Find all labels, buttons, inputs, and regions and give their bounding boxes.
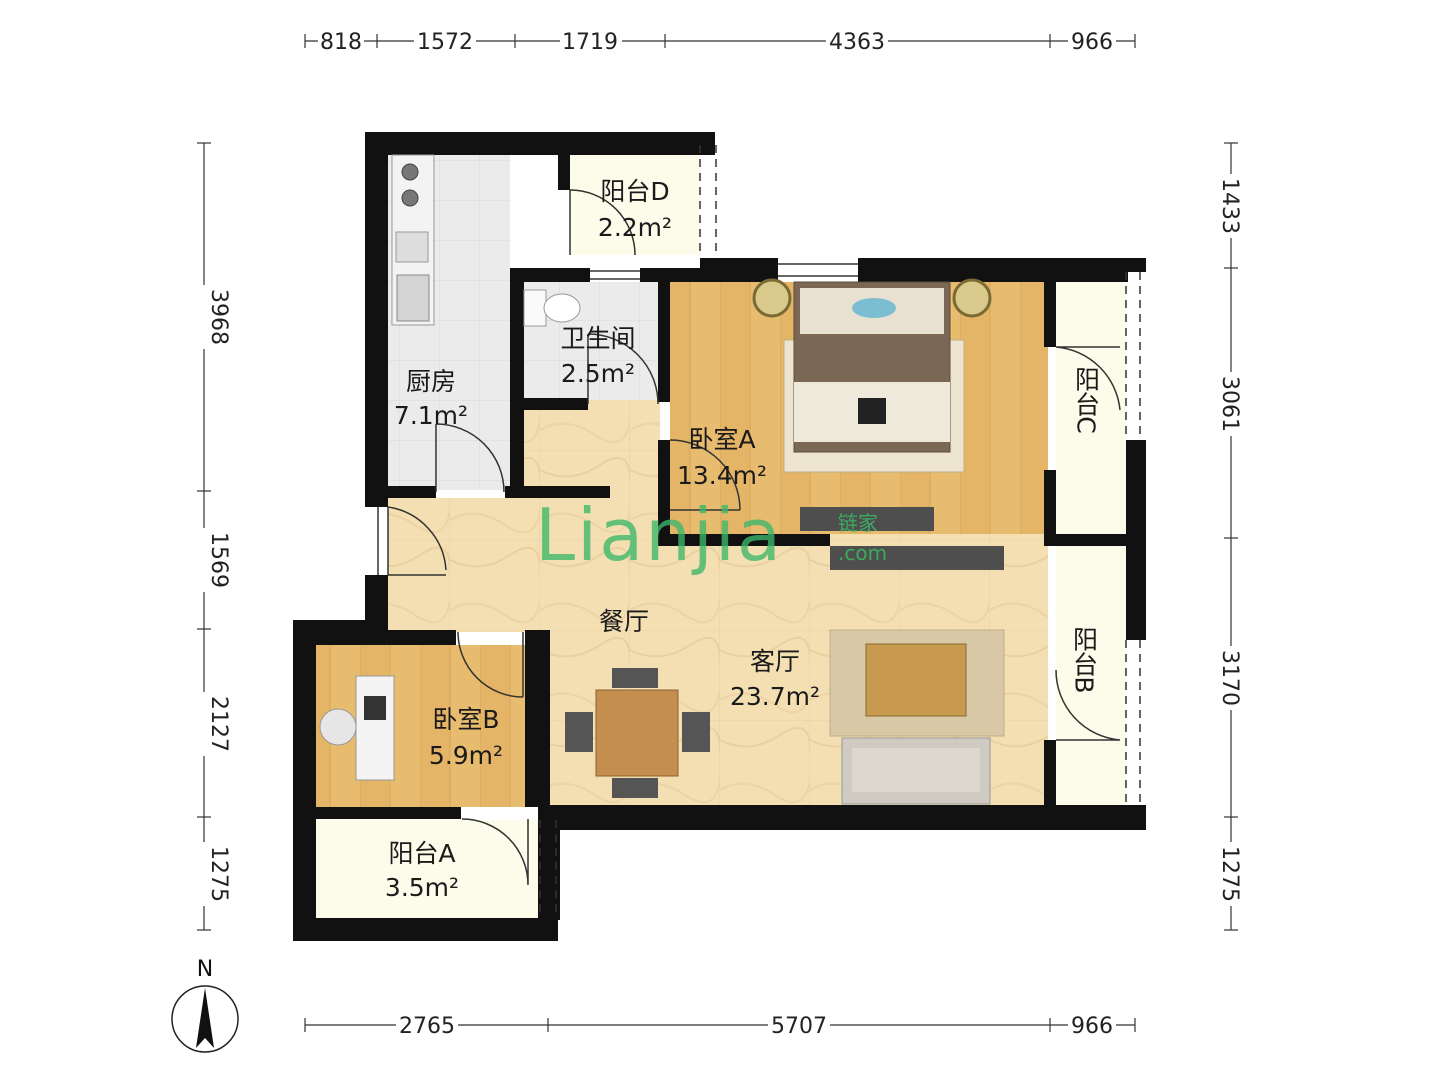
dim-top-5: 966 <box>1071 30 1113 55</box>
tv-stand-icon <box>800 507 1004 570</box>
balcony-c-floor <box>1056 282 1126 534</box>
room-area-bedroom-a: 13.4m² <box>677 461 767 490</box>
walls <box>293 132 1146 941</box>
balcony-b-floor <box>1056 546 1126 806</box>
room-label-kitchen: 厨房 <box>406 367 456 396</box>
dim-right-1: 1433 <box>1217 178 1242 234</box>
room-label-living: 客厅 <box>750 647 800 676</box>
dim-left-3: 2127 <box>206 696 231 752</box>
nightstand-lamp-icon <box>952 278 992 318</box>
room-label-bathroom: 卫生间 <box>560 324 635 353</box>
dim-left-2: 1569 <box>206 532 231 588</box>
sofa-icon <box>841 737 991 805</box>
room-area-kitchen: 7.1m² <box>394 401 468 430</box>
balcony-a-floor <box>316 820 538 918</box>
room-label-balcony-d: 阳台D <box>600 177 669 206</box>
nightstand-lamp-icon <box>752 278 792 318</box>
room-label-balcony-b: 阳台B <box>1070 626 1099 693</box>
room-area-bedroom-b: 5.9m² <box>429 741 503 770</box>
dim-bottom-1: 2765 <box>399 1014 455 1039</box>
balcony-d-floor <box>570 155 700 255</box>
dim-left-1: 3968 <box>206 289 231 345</box>
room-area-living: 23.7m² <box>730 682 820 711</box>
stove-burner-icon <box>401 163 419 181</box>
dim-top-3: 1719 <box>562 30 618 55</box>
watermark-com: .com <box>838 541 887 565</box>
north-arrow-icon <box>196 988 214 1048</box>
kitchen-counter <box>391 154 435 326</box>
dim-top-2: 1572 <box>417 30 473 55</box>
dim-right-3: 3170 <box>1217 650 1242 706</box>
dining-table-icon <box>565 668 710 798</box>
compass-label: N <box>197 957 213 982</box>
compass: N <box>171 957 239 1053</box>
dim-bottom-2: 5707 <box>771 1014 827 1039</box>
toilet-icon <box>523 289 581 327</box>
watermark-latin: Lianjia <box>535 493 783 577</box>
dim-top-4: 4363 <box>829 30 885 55</box>
room-label-balcony-a: 阳台A <box>388 839 455 868</box>
room-area-balcony-a: 3.5m² <box>385 873 459 902</box>
watermark-cn: 链家 <box>838 511 878 535</box>
dim-bottom-3: 966 <box>1071 1014 1113 1039</box>
dim-right-2: 3061 <box>1217 376 1242 432</box>
dim-top-1: 818 <box>320 30 362 55</box>
dim-left-4: 1275 <box>206 846 231 902</box>
room-label-balcony-c: 阳台C <box>1072 366 1101 433</box>
room-labels: 厨房 7.1m² 阳台D 2.2m² 卫生间 2.5m² 卧室A 13.4m² … <box>385 177 1101 902</box>
kitchen-sink-icon <box>396 274 430 322</box>
desk-icon <box>319 675 395 781</box>
room-area-balcony-d: 2.2m² <box>598 213 672 242</box>
room-label-bedroom-b: 卧室B <box>432 705 499 734</box>
room-label-bedroom-a: 卧室A <box>688 425 755 454</box>
dim-right-4: 1275 <box>1217 846 1242 902</box>
coffee-table-icon <box>829 629 1005 737</box>
stove-burner-icon <box>401 189 419 207</box>
room-area-bathroom: 2.5m² <box>561 359 635 388</box>
dimension-labels: 818 1572 1719 4363 966 2765 5707 966 396… <box>190 28 1245 1039</box>
chair-icon <box>319 708 357 746</box>
watermark-logo: Lianjia 链家 .com <box>535 493 887 577</box>
doors <box>387 189 1121 886</box>
room-label-dining: 餐厅 <box>599 607 649 636</box>
bed-icon <box>752 278 992 473</box>
windows <box>377 145 1141 918</box>
